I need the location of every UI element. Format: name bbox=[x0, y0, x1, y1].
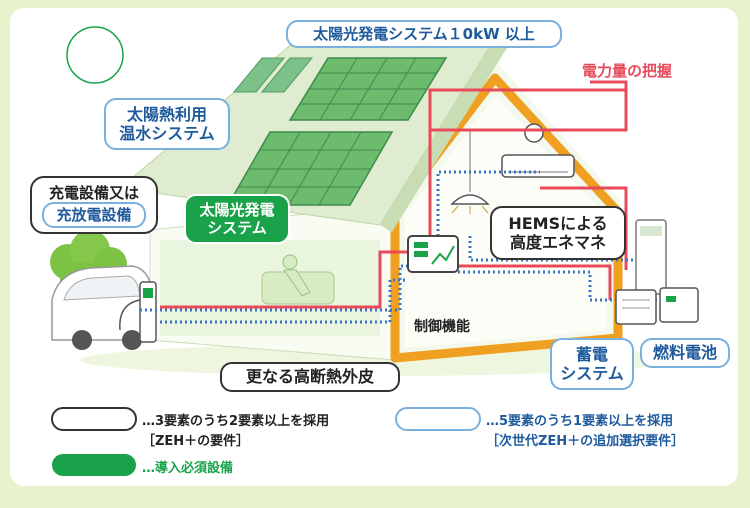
solar-panel-icon bbox=[288, 57, 448, 121]
clock-icon bbox=[524, 123, 544, 143]
label-solar-pv-10kw: 太陽光発電システム１0kW 以上 bbox=[286, 20, 562, 48]
solar-panel-icon bbox=[226, 131, 394, 206]
label-power-monitoring: 電力量の把握 bbox=[582, 62, 673, 80]
fuel-cell-unit-icon bbox=[659, 287, 699, 323]
solar-thermal-panel-icon bbox=[232, 57, 286, 93]
legend-swatch-green bbox=[52, 454, 136, 476]
hems-monitor-icon bbox=[407, 235, 459, 273]
label-insulation: 更なる高断熱外皮 bbox=[220, 362, 400, 392]
control-lines bbox=[140, 170, 680, 324]
legend-swatch-blue bbox=[395, 407, 481, 431]
person-icon bbox=[261, 254, 335, 305]
legend-text-2: …5要素のうち1要素以上を採用 bbox=[486, 414, 674, 429]
air-conditioner-icon bbox=[501, 154, 575, 178]
solar-thermal-panel-icon bbox=[260, 57, 314, 93]
legend-text-1: …3要素のうち2要素以上を採用 bbox=[142, 414, 330, 429]
battery-unit-icon bbox=[615, 289, 657, 325]
label-solar-thermal: 太陽熱利用 温水システム bbox=[104, 98, 230, 150]
label-storage: 蓄電 システム bbox=[550, 338, 634, 390]
label-charging-header: 充電設備又は bbox=[48, 184, 139, 202]
ev-charger-icon bbox=[119, 281, 157, 343]
electric-car-icon bbox=[51, 265, 153, 350]
legend-swatch-black bbox=[51, 407, 137, 431]
legend-subtext-2: ［次世代ZEH＋の追加選択要件］ bbox=[486, 434, 685, 449]
legend-subtext-1: ［ZEH＋の要件］ bbox=[142, 434, 250, 449]
power-lines bbox=[160, 80, 628, 309]
sun-icon bbox=[66, 26, 124, 84]
label-control-function: 制御機能 bbox=[414, 319, 470, 335]
label-fuel-cell: 燃料電池 bbox=[640, 338, 730, 368]
label-hems: HEMSによる 高度エネマネ bbox=[490, 206, 626, 260]
house-frame bbox=[390, 73, 623, 363]
label-solar-pv: 太陽光発電 システム bbox=[184, 194, 290, 244]
label-charge-discharge: 充放電設備 bbox=[42, 202, 146, 228]
water-heater-icon bbox=[635, 219, 667, 295]
ceiling-lamp-icon bbox=[450, 130, 490, 214]
legend-text-3: …導入必須設備 bbox=[142, 461, 234, 476]
